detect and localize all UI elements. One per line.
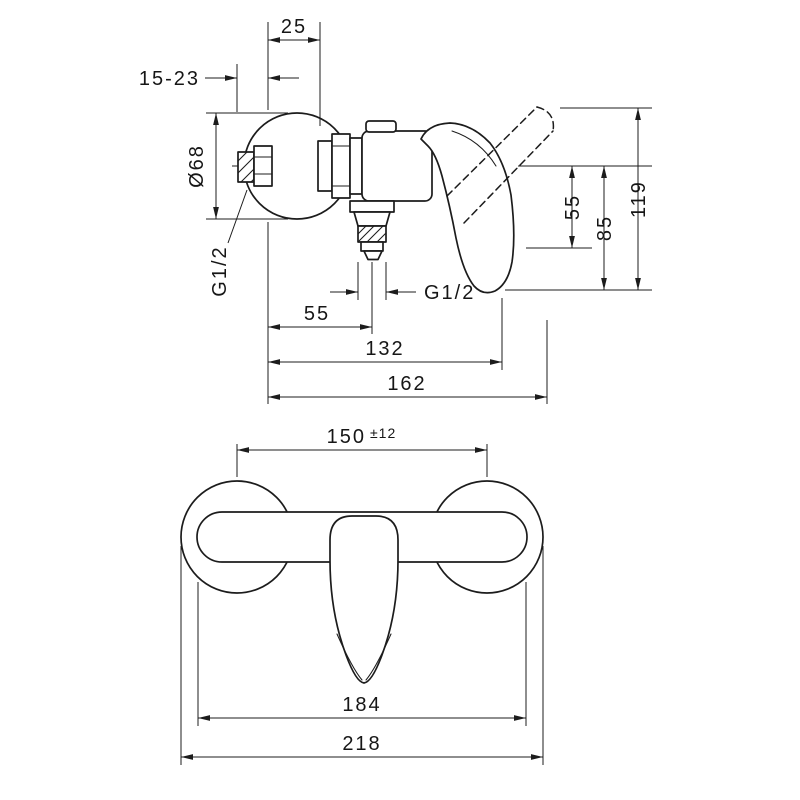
mounting-nut-facets — [331, 145, 351, 187]
dim-label-162: 162 — [387, 373, 426, 395]
outlet-step — [349, 200, 395, 213]
dim-label-55-horizontal: 55 — [304, 303, 330, 325]
inlet-nut-facets — [253, 156, 273, 175]
dim-55-vertical: 55 — [562, 166, 584, 248]
dim-label-150: 150 — [327, 426, 366, 448]
dim-15-23: 15-23 — [139, 68, 299, 90]
dim-132: 132 — [268, 338, 502, 365]
mounting-nut — [331, 133, 351, 199]
outlet-cone — [353, 211, 391, 227]
inlet-thread-hatching — [237, 151, 255, 183]
dim-label-85: 85 — [594, 215, 616, 241]
dim-label-132: 132 — [365, 338, 404, 360]
dim-162: 162 — [268, 373, 547, 400]
extension-lines-front — [180, 444, 544, 765]
inlet-thread-label: G1/2 — [209, 189, 248, 297]
dim-85: 85 — [594, 166, 616, 290]
inlet-union — [237, 145, 273, 187]
front-view: 150 ±12 184 218 — [180, 425, 544, 765]
dim-label-119: 119 — [628, 180, 650, 218]
mounting-sleeve — [317, 140, 333, 192]
handle-lever-side-view — [420, 122, 515, 294]
body-collar — [349, 137, 363, 195]
dim-150: 150 ±12 — [237, 425, 487, 453]
dim-escutcheon-diameter: Ø68 — [186, 113, 219, 219]
dim-label-inlet-thread: G1/2 — [209, 245, 231, 296]
dim-55-horizontal: 55 — [268, 303, 372, 330]
outlet-thread-hatching — [357, 225, 387, 243]
dim-218: 218 — [181, 733, 543, 760]
handle-front-sculpt-lines — [336, 633, 392, 681]
handle-accent-line — [451, 130, 497, 167]
dim-184: 184 — [198, 694, 526, 721]
dim-label-outlet-thread: G1/2 — [424, 282, 475, 304]
handle-front-view — [329, 515, 399, 684]
dim-label-150-tolerance: ±12 — [370, 425, 396, 441]
dim-label-184: 184 — [342, 694, 381, 716]
cartridge-cap — [365, 120, 397, 133]
dim-label-15-23: 15-23 — [139, 68, 200, 90]
dim-119: 119 — [628, 108, 650, 290]
dim-label-flange-diameter: Ø68 — [186, 144, 208, 188]
dim-25: 25 — [268, 16, 320, 43]
dim-label-25: 25 — [281, 16, 307, 38]
outlet-connector — [349, 200, 395, 261]
mixer-body-group — [317, 120, 433, 202]
dim-label-218: 218 — [342, 733, 381, 755]
side-view: 25 15-23 Ø68 G1/2 G1/2 55 — [139, 16, 652, 404]
outlet-collar — [360, 241, 384, 252]
inlet-nut — [253, 145, 273, 187]
dim-label-55-vertical: 55 — [562, 194, 584, 220]
mixer-body — [361, 130, 433, 202]
outlet-thread-label: G1/2 — [330, 282, 475, 304]
outlet-tip — [363, 250, 383, 261]
handle-open-position — [446, 106, 555, 224]
extension-lines-side — [206, 22, 652, 404]
